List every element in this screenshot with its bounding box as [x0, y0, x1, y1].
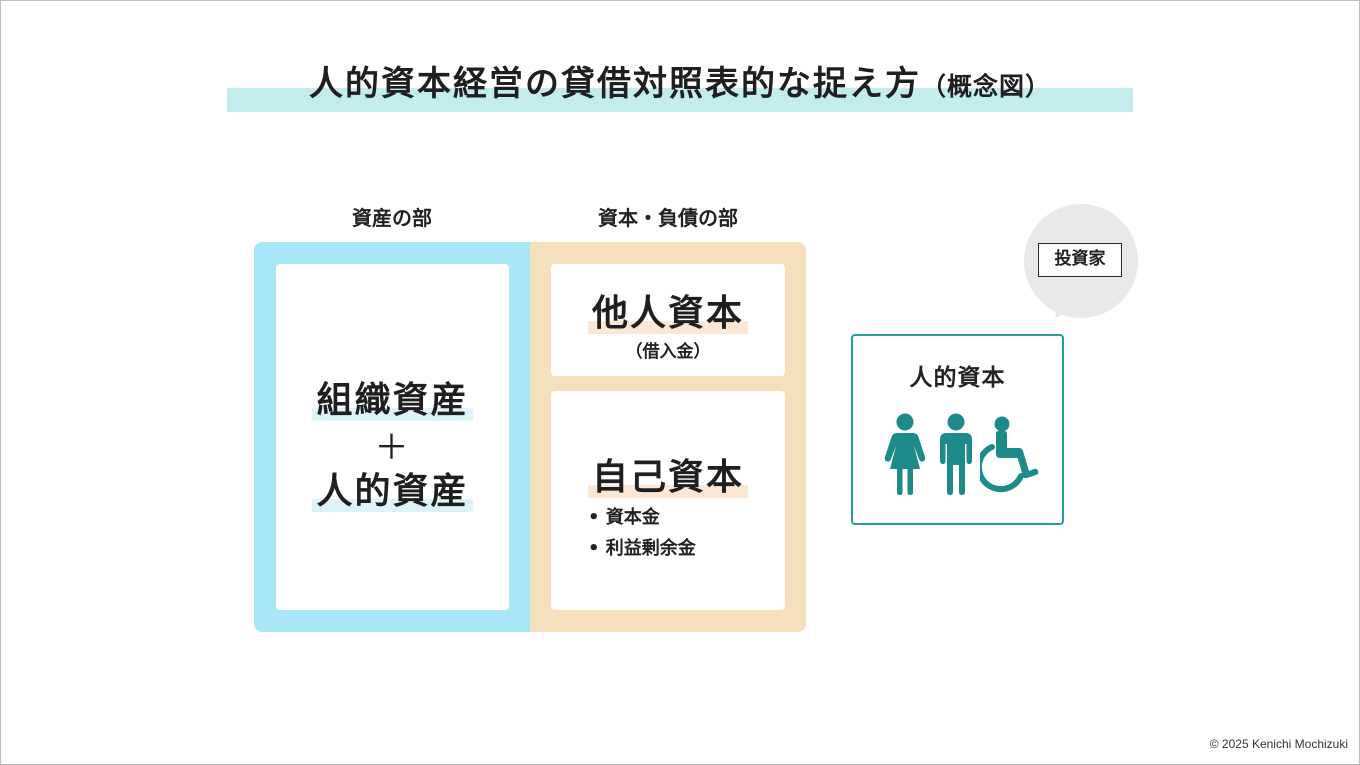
human-assets-label: 人的資産	[276, 462, 509, 514]
equity-items-list: • 資本金 • 利益剰余金	[588, 502, 696, 564]
human-capital-title: 人的資本	[909, 365, 1006, 391]
organizational-assets-label: 組織資産	[276, 371, 509, 423]
title-main: 人的資本経営の貸借対照表的な捉え方	[308, 64, 921, 104]
assets-panel	[276, 264, 509, 610]
woman-icon	[884, 413, 926, 495]
liabilities-header: 資本・負債の部	[598, 206, 738, 230]
copyright-notice: © 2025 Kenichi Mochizuki	[1209, 737, 1348, 751]
wheelchair-icon	[980, 416, 1039, 493]
man-icon	[940, 413, 972, 495]
list-item: • 利益剰余金	[588, 538, 696, 559]
equity-panel	[551, 391, 785, 610]
investor-label: 投資家	[1038, 243, 1122, 277]
equity-capital-label: 自己資本	[551, 448, 785, 500]
debt-capital-sublabel: （借入金）	[625, 342, 711, 362]
plus-sign: ＋	[374, 428, 411, 468]
debt-capital-label: 他人資本	[551, 284, 785, 336]
list-item: • 資本金	[588, 507, 660, 528]
slide-title: 人的資本経営の貸借対照表的な捉え方（概念図）	[227, 56, 1133, 105]
title-highlight	[227, 88, 1133, 112]
assets-header: 資産の部	[352, 206, 432, 230]
title-sub: （概念図）	[920, 72, 1051, 101]
